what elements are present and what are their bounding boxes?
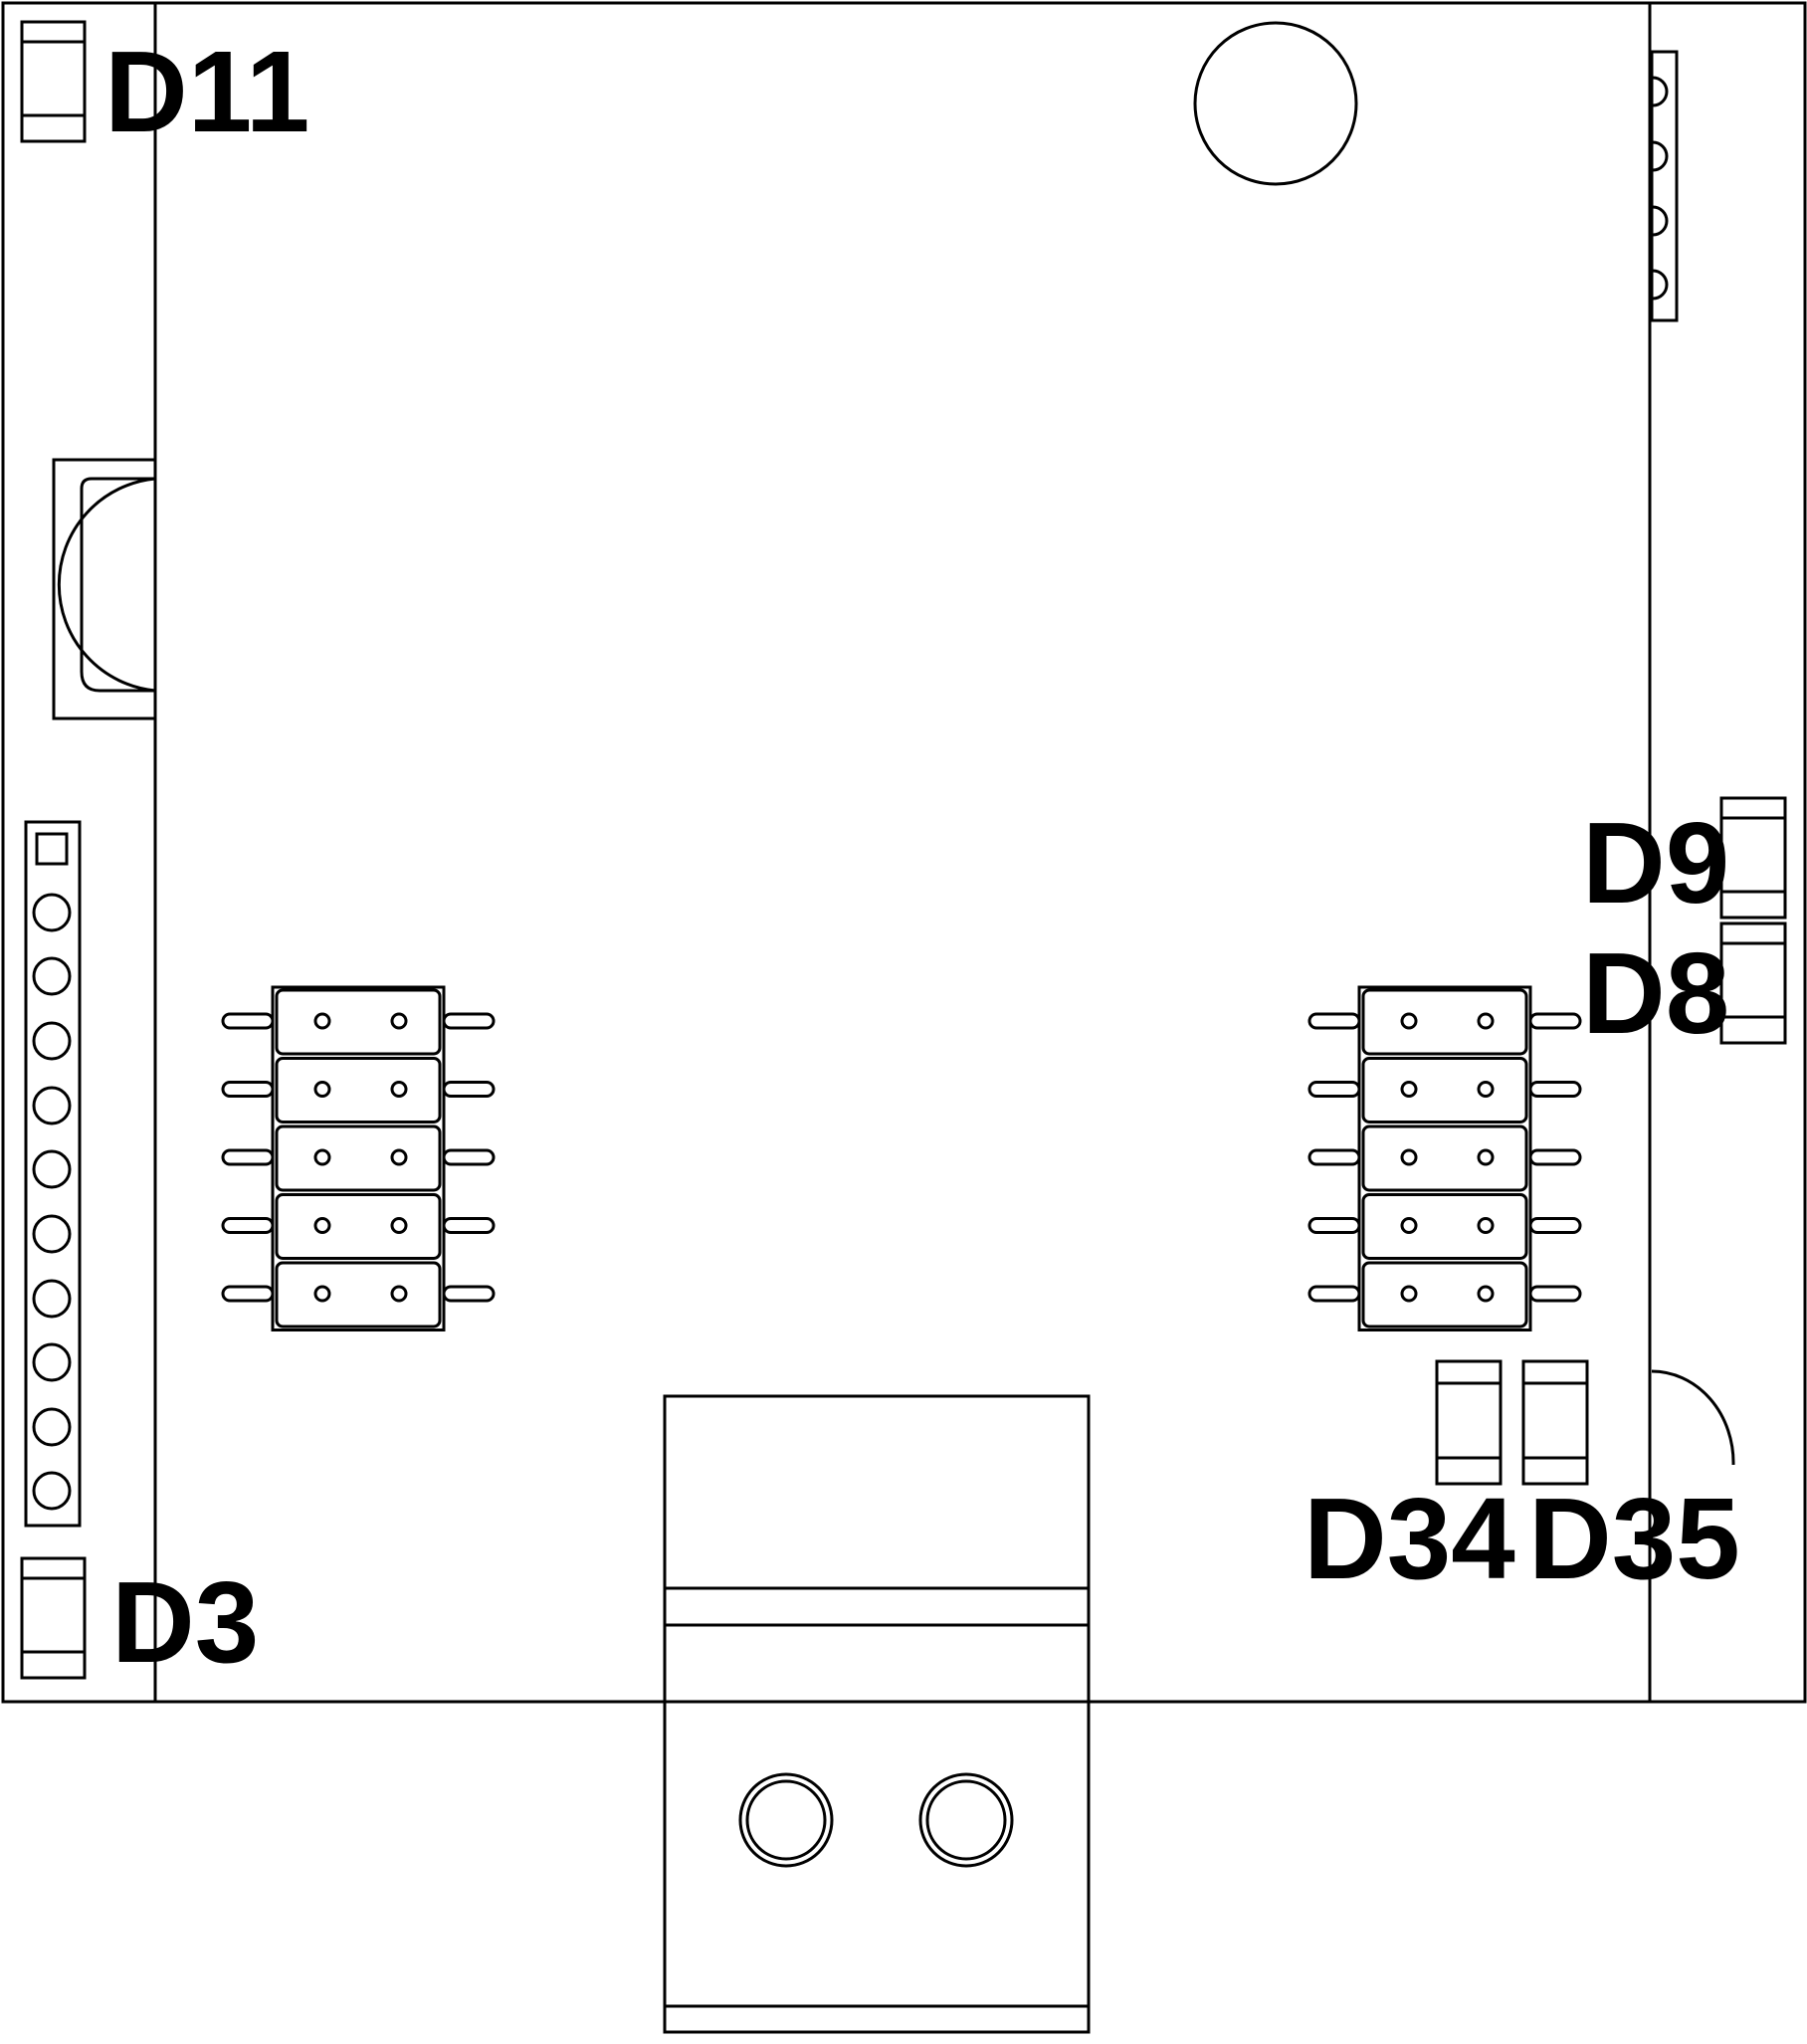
right-edge-connector: [1650, 50, 1679, 322]
round-component: [1193, 21, 1358, 186]
jumper-block-left: [221, 985, 496, 1331]
led-d8-pad: [1719, 921, 1787, 1045]
corner-arc: [1651, 1369, 1735, 1466]
bottom-bracket: [663, 1394, 1091, 2034]
label-d34: D34: [1304, 1474, 1515, 1603]
label-d35: D35: [1528, 1474, 1740, 1603]
label-d9: D9: [1582, 798, 1729, 927]
led-d3-pad: [20, 1556, 87, 1680]
board-outline: [1, 1, 1807, 1704]
label-d3: D3: [111, 1557, 259, 1687]
led-d35-pad: [1521, 1359, 1589, 1486]
led-d11-pad: [20, 20, 87, 143]
label-d11: D11: [104, 27, 309, 156]
left-pin-header: [24, 820, 82, 1528]
led-d34-pad: [1435, 1359, 1503, 1486]
label-d8: D8: [1582, 928, 1729, 1058]
jumper-block-right: [1307, 985, 1582, 1331]
led-d9-pad: [1719, 796, 1787, 920]
left-side-housing: [52, 458, 157, 720]
